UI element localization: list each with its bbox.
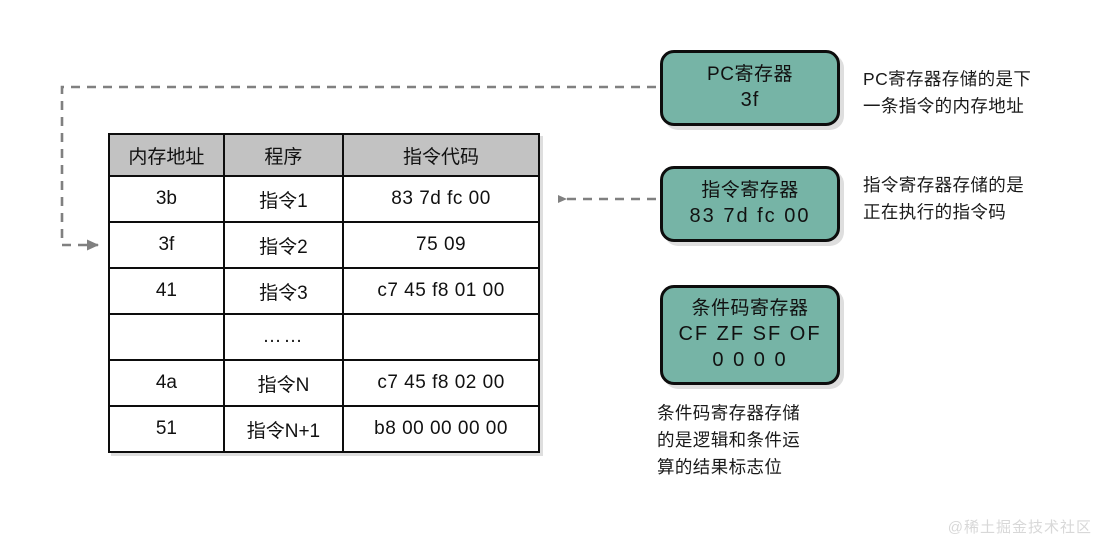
pc-register-value: 3f <box>740 88 760 111</box>
cell-address: 3b <box>108 175 225 223</box>
cell-address <box>108 313 225 361</box>
pc-register-title: PC寄存器 <box>707 64 793 86</box>
condition-code-flag-labels: CF ZF SF OF <box>678 322 822 345</box>
instruction-register-value: 83 7d fc 00 <box>689 204 811 227</box>
cell-program: …… <box>222 313 345 361</box>
watermark: @稀土掘金技术社区 <box>947 519 1092 536</box>
cell-code: 83 7d fc 00 <box>342 175 540 223</box>
table-row: 4a 指令N c7 45 f8 02 00 <box>108 359 540 407</box>
cell-address: 4a <box>108 359 225 407</box>
condition-code-register-box: 条件码寄存器 CF ZF SF OF 0 0 0 0 <box>660 285 840 385</box>
cell-program: 指令N <box>222 359 345 407</box>
cell-program: 指令1 <box>222 175 345 223</box>
table-row: 41 指令3 c7 45 f8 01 00 <box>108 267 540 315</box>
condition-code-flag-values: 0 0 0 0 <box>712 348 788 371</box>
instruction-register-note: 指令寄存器存储的是 正在执行的指令码 <box>863 175 1025 223</box>
cell-program: 指令3 <box>222 267 345 315</box>
table-header-row: 内存地址 程序 指令代码 <box>108 133 540 177</box>
cell-program: 指令N+1 <box>222 405 345 453</box>
cell-code: c7 45 f8 02 00 <box>342 359 540 407</box>
column-header-instruction-code: 指令代码 <box>342 133 540 177</box>
table-row: 3b 指令1 83 7d fc 00 <box>108 175 540 223</box>
table-row: 3f 指令2 75 09 <box>108 221 540 269</box>
pc-register-box: PC寄存器 3f <box>660 50 840 126</box>
memory-table: 内存地址 程序 指令代码 3b 指令1 83 7d fc 00 3f 指令2 7… <box>108 133 540 453</box>
cell-address: 51 <box>108 405 225 453</box>
instruction-register-box: 指令寄存器 83 7d fc 00 <box>660 166 840 242</box>
condition-code-register-title: 条件码寄存器 <box>691 298 809 320</box>
condition-code-register-note: 条件码寄存器存储 的是逻辑和条件运 算的结果标志位 <box>657 403 801 478</box>
cell-program: 指令2 <box>222 221 345 269</box>
cell-address: 3f <box>108 221 225 269</box>
instruction-register-title: 指令寄存器 <box>701 180 799 202</box>
table-row: 51 指令N+1 b8 00 00 00 00 <box>108 405 540 453</box>
column-header-program: 程序 <box>222 133 345 177</box>
table-row: …… <box>108 313 540 361</box>
cell-code: b8 00 00 00 00 <box>342 405 540 453</box>
cell-code: c7 45 f8 01 00 <box>342 267 540 315</box>
cell-code <box>342 313 540 361</box>
cell-address: 41 <box>108 267 225 315</box>
column-header-address: 内存地址 <box>108 133 225 177</box>
pc-register-note: PC寄存器存储的是下 一条指令的内存地址 <box>863 69 1032 117</box>
cell-code: 75 09 <box>342 221 540 269</box>
